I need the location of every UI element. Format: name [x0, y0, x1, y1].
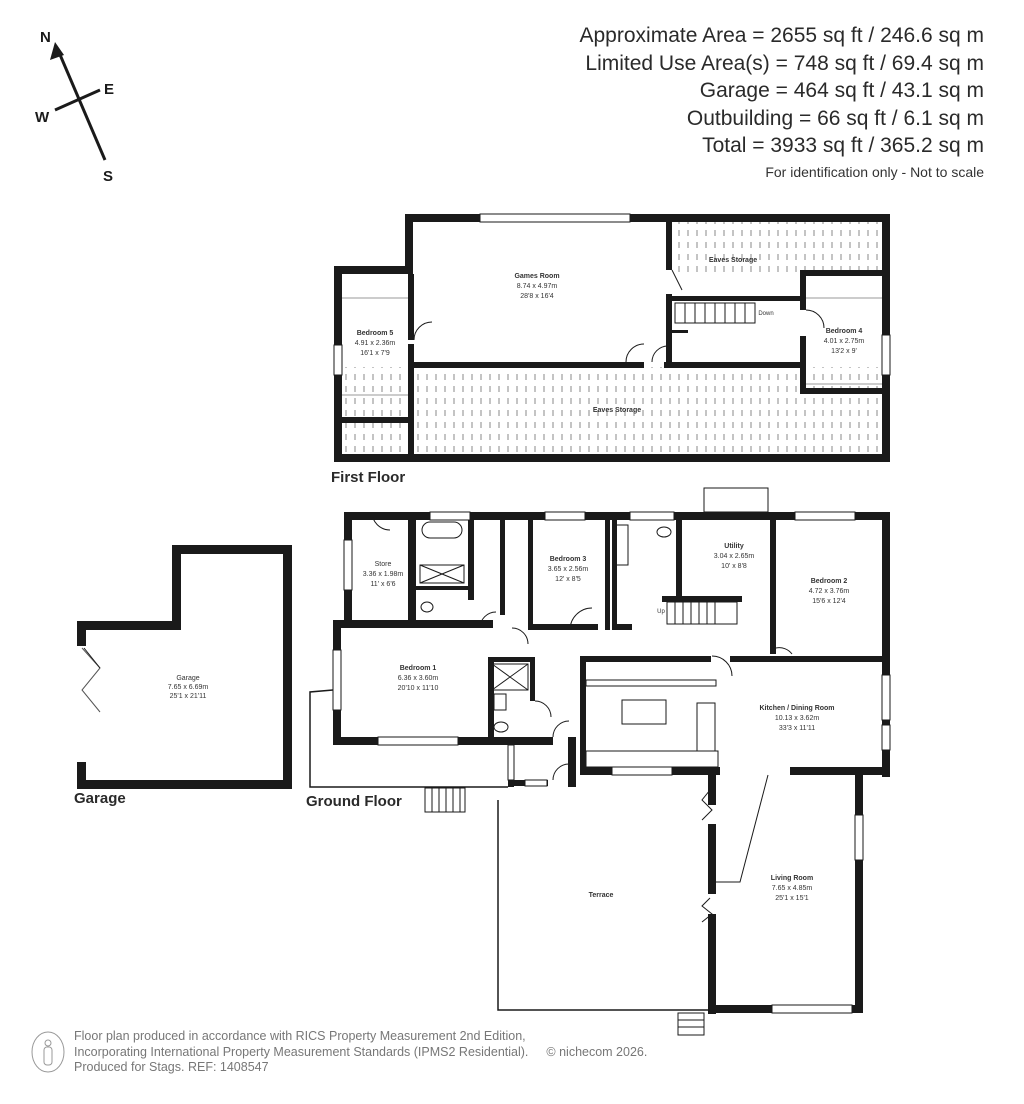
eaves-storage-bottom-label: Eaves Storage: [593, 407, 641, 414]
approximate-area: Approximate Area = 2655 sq ft / 246.6 sq…: [579, 24, 985, 47]
bedroom5-label: Bedroom 5: [357, 330, 394, 337]
living-room-imperial: 25'1 x 15'1: [775, 895, 809, 902]
living-room-metric: 7.65 x 4.85m: [772, 885, 813, 892]
ground-floor-plan: Store 3.36 x 1.98m 11' x 6'6 Bedroom 3 3…: [83, 487, 891, 1036]
bedroom3-label: Bedroom 3: [550, 556, 587, 563]
first-floor-plan: Games Room 8.74 x 4.97m 28'8 x 16'4 Bedr…: [333, 213, 891, 462]
compass-e: E: [104, 81, 114, 98]
bedroom4-label: Bedroom 4: [826, 328, 863, 335]
compass-n: N: [40, 29, 51, 46]
utility-metric: 3.04 x 2.65m: [714, 553, 755, 560]
ground-floor-label: Ground Floor: [306, 793, 402, 810]
limited-use-area: Limited Use Area(s) = 748 sq ft / 69.4 s…: [585, 51, 984, 75]
bedroom4-metric: 4.01 x 2.75m: [824, 338, 865, 345]
outbuilding-area: Outbuilding = 66 sq ft / 6.1 sq m: [686, 106, 984, 130]
store-metric: 3.36 x 1.98m: [363, 571, 404, 578]
bedroom3-metric: 3.65 x 2.56m: [548, 566, 589, 573]
area-summary: Approximate Area = 2655 sq ft / 246.6 sq…: [580, 22, 985, 180]
scale-note: For identification only - Not to scale: [765, 163, 984, 180]
terrace-label: Terrace: [589, 892, 614, 899]
footer-line2: Incorporating International Property Mea…: [74, 1044, 529, 1059]
bedroom5-metric: 4.91 x 2.36m: [355, 340, 396, 347]
bedroom1-imperial: 20'10 x 11'10: [398, 685, 439, 692]
kitchen-label: Kitchen / Dining Room: [759, 705, 834, 712]
eaves-storage-top-label: Eaves Storage: [709, 257, 757, 264]
kitchen-metric: 10.13 x 3.62m: [775, 715, 820, 722]
kitchen-imperial: 33'3 x 11'11: [779, 725, 815, 732]
store-label: Store: [375, 561, 392, 568]
footer-line3: Produced for Stags. REF: 1408547: [74, 1060, 269, 1074]
compass-s: S: [103, 168, 113, 185]
bedroom2-metric: 4.72 x 3.76m: [809, 588, 850, 595]
bedroom1-label: Bedroom 1: [400, 665, 437, 672]
games-room-label: Games Room: [514, 273, 559, 280]
garage-floor-label: Garage: [74, 790, 126, 807]
stairs-up-label: Up: [657, 609, 665, 615]
bedroom5-imperial: 16'1 x 7'9: [360, 350, 390, 357]
living-room-label: Living Room: [771, 875, 813, 882]
games-room-imperial: 28'8 x 16'4: [520, 293, 554, 300]
garage-metric: 7.65 x 6.69m: [168, 684, 209, 691]
first-floor-label: First Floor: [331, 469, 406, 486]
bedroom2-imperial: 15'6 x 12'4: [812, 598, 846, 605]
copyright: © nichecom 2026.: [546, 1044, 648, 1059]
utility-imperial: 10' x 8'8: [721, 563, 747, 570]
person-icon: [31, 1031, 65, 1073]
bedroom4-imperial: 13'2 x 9': [831, 348, 857, 355]
garage-area: Garage = 464 sq ft / 43.1 sq m: [699, 79, 984, 102]
garage-imperial: 25'1 x 21'11: [170, 693, 207, 700]
stairs-down-label: Down: [758, 311, 773, 317]
garage-plan: Garage 7.65 x 6.69m 25'1 x 21'11: [77, 545, 292, 789]
utility-label: Utility: [724, 543, 744, 550]
games-room-metric: 8.74 x 4.97m: [517, 283, 558, 290]
store-imperial: 11' x 6'6: [370, 581, 395, 588]
footer-line1: Floor plan produced in accordance with R…: [74, 1029, 526, 1043]
bedroom3-imperial: 12' x 8'5: [555, 576, 581, 583]
bedroom1-metric: 6.36 x 3.60m: [398, 675, 439, 682]
compass-w: W: [35, 109, 50, 126]
compass-icon: N E W S: [35, 29, 114, 185]
total-area: Total = 3933 sq ft / 365.2 sq m: [702, 134, 984, 157]
bedroom2-label: Bedroom 2: [811, 578, 848, 585]
footer: Floor plan produced in accordance with R…: [30, 1029, 647, 1076]
garage-room-label: Garage: [176, 675, 199, 682]
